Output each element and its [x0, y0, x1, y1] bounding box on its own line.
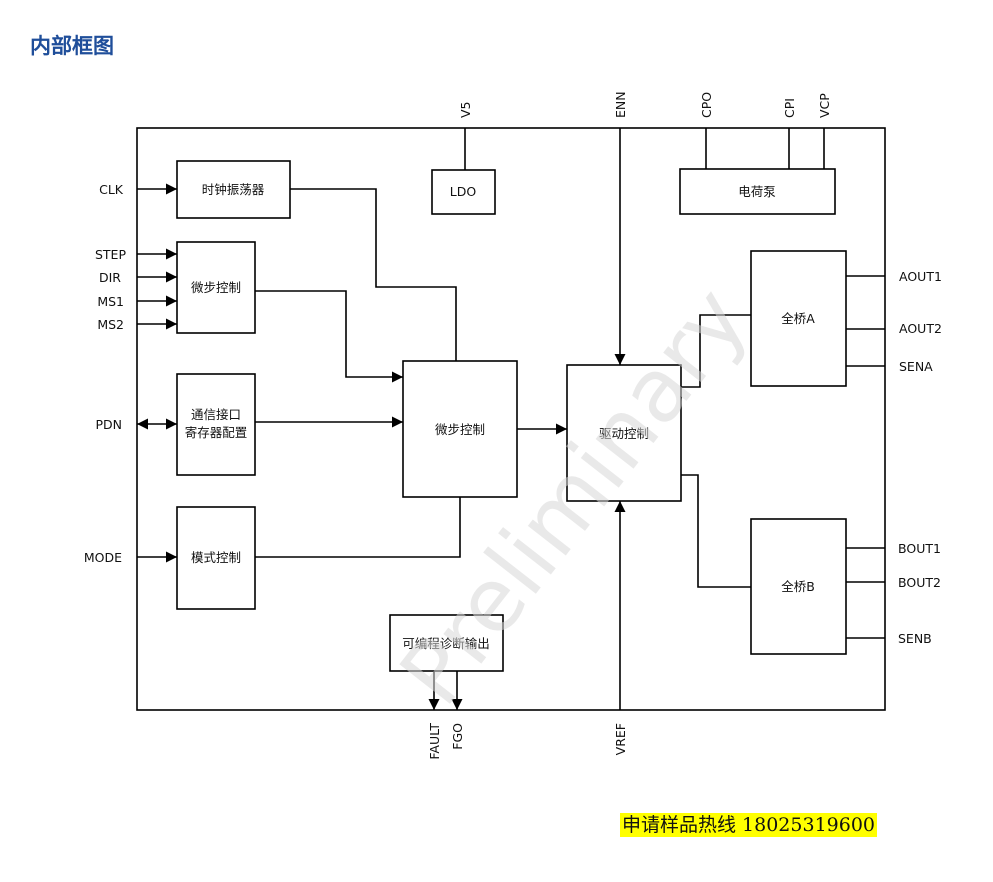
comm-interface-label: 通信接口	[191, 407, 241, 422]
ldo-block	[431, 169, 496, 215]
pin-enn: ENN	[613, 91, 628, 118]
pin-ms2: MS2	[97, 317, 124, 332]
bridge-a-block	[750, 250, 847, 387]
microstep-input-block	[176, 241, 256, 334]
pin-fault: FAULT	[427, 723, 442, 760]
driver-control-block	[566, 364, 682, 502]
pin-vcp: VCP	[817, 93, 832, 118]
wiring	[137, 128, 885, 710]
pin-bout2: BOUT2	[898, 575, 941, 590]
pin-pdn: PDN	[95, 417, 122, 432]
mode-control-block	[176, 506, 256, 610]
microstep-input-label: 微步控制	[191, 280, 241, 295]
driver-control-label: 驱动控制	[599, 426, 649, 441]
pin-clk: CLK	[99, 182, 124, 197]
pin-dir: DIR	[99, 270, 121, 285]
charge-pump-label: 电荷泵	[738, 184, 776, 199]
bridge-a-label: 全桥A	[781, 311, 815, 326]
pin-cpo: CPO	[699, 92, 714, 118]
register-config-label: 寄存器配置	[185, 425, 248, 440]
clock-oscillator-label: 时钟振荡器	[202, 182, 265, 197]
pin-ms1: MS1	[97, 294, 124, 309]
pin-bout1: BOUT1	[898, 541, 941, 556]
pin-aout2: AOUT2	[899, 321, 942, 336]
bridge-b-label: 全桥B	[781, 579, 815, 594]
sample-hotline-banner: 申请样品热线 18025319600	[620, 813, 878, 837]
charge-pump-block	[679, 168, 836, 215]
pin-aout1: AOUT1	[899, 269, 942, 284]
pin-fgo: FGO	[450, 723, 465, 750]
diagnostic-output-block	[389, 614, 504, 672]
pin-sena: SENA	[899, 359, 933, 374]
pin-mode: MODE	[84, 550, 122, 565]
pin-cpi: CPI	[782, 98, 797, 118]
mode-control-label: 模式控制	[191, 550, 241, 565]
ldo-label: LDO	[450, 184, 477, 199]
chip-outline	[136, 127, 886, 711]
pin-v5: V5	[458, 101, 473, 118]
section-heading: 内部框图	[30, 34, 114, 58]
pin-senb: SENB	[898, 631, 932, 646]
microstep-core-label: 微步控制	[435, 422, 485, 437]
pin-step: STEP	[95, 247, 126, 262]
diagnostic-output-label: 可编程诊断输出	[402, 636, 490, 651]
pin-vref: VREF	[613, 723, 628, 755]
